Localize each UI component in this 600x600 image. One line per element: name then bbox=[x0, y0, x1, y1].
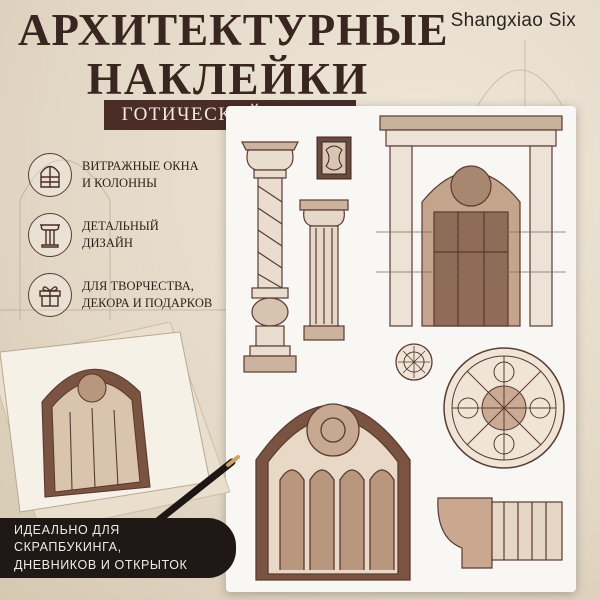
rose-window-sticker bbox=[443, 347, 565, 469]
sticker-sheet bbox=[226, 106, 576, 592]
notebook-photo bbox=[0, 322, 240, 532]
usage-banner: ИДЕАЛЬНО ДЛЯ СКРАПБУКИНГА, ДНЕВНИКОВ И О… bbox=[0, 518, 236, 578]
feature-text: ДЛЯ ТВОРЧЕСТВА, ДЕКОРА И ПОДАРКОВ bbox=[82, 279, 213, 310]
gift-icon bbox=[28, 273, 72, 317]
banner-line-1: ИДЕАЛЬНО ДЛЯ bbox=[14, 522, 120, 537]
page-title: АРХИТЕКТУРНЫЕ НАКЛЕЙКИ bbox=[18, 5, 449, 104]
title-line-2: НАКЛЕЙКИ bbox=[86, 54, 370, 104]
banner-line-2: СКРАПБУКИНГА, bbox=[14, 540, 122, 555]
capital-fragment-sticker bbox=[437, 497, 563, 569]
feature-list: ВИТРАЖНЫЕ ОКНА И КОЛОННЫ ДЕТАЛЬНЫЙ ДИЗАЙ… bbox=[28, 152, 258, 332]
feature-text: ВИТРАЖНЫЕ ОКНА И КОЛОННЫ bbox=[82, 159, 199, 190]
column-capital-icon bbox=[28, 213, 72, 257]
feature-item: ВИТРАЖНЫЕ ОКНА И КОЛОННЫ bbox=[28, 152, 258, 198]
banner-line-3: ДНЕВНИКОВ И ОТКРЫТОК bbox=[14, 557, 188, 572]
feature-text: ДЕТАЛЬНЫЙ ДИЗАЙН bbox=[82, 219, 159, 250]
feature-item: ДЛЯ ТВОРЧЕСТВА, ДЕКОРА И ПОДАРКОВ bbox=[28, 272, 258, 318]
small-rosette-sticker bbox=[395, 343, 433, 381]
column-sticker-slender bbox=[299, 199, 349, 341]
portal-door-sticker bbox=[376, 115, 566, 327]
stained-window-icon bbox=[28, 153, 72, 197]
title-line-1: АРХИТЕКТУРНЫЕ bbox=[18, 5, 449, 55]
column-sticker-large bbox=[241, 141, 299, 373]
brand-name: Shangxiao Six bbox=[450, 10, 576, 31]
gothic-window-sticker bbox=[255, 403, 411, 581]
ornament-tile-sticker bbox=[316, 136, 352, 180]
feature-item: ДЕТАЛЬНЫЙ ДИЗАЙН bbox=[28, 212, 258, 258]
